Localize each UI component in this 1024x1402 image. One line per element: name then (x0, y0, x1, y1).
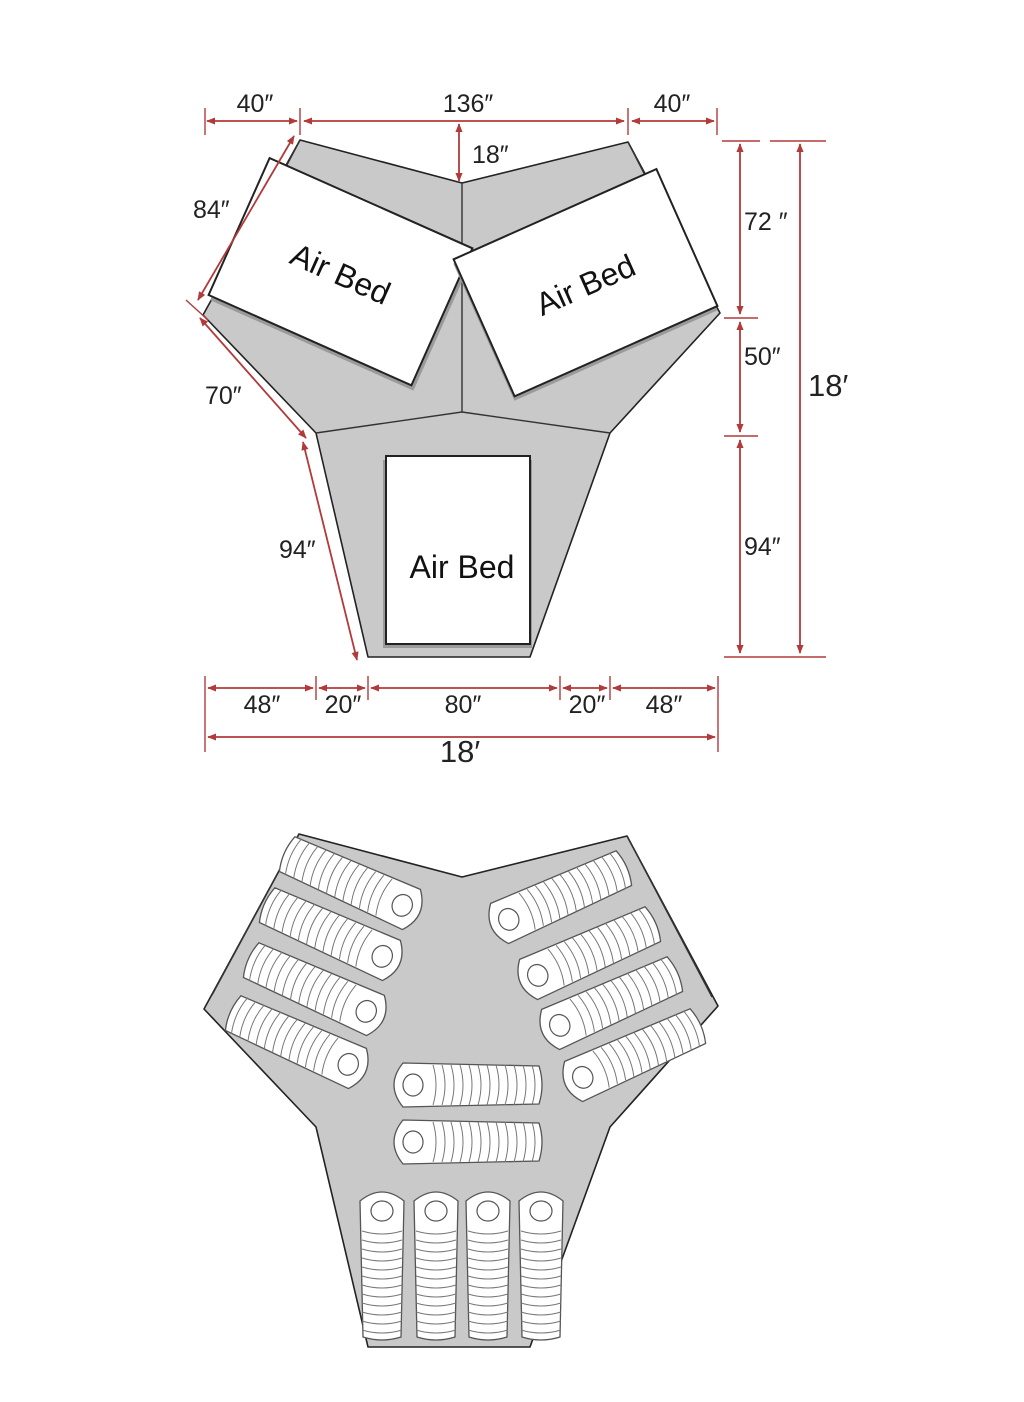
dim-left-wing-edge: 84″ (193, 196, 230, 224)
sleeping-bag-icon (465, 1191, 511, 1341)
sleeping-bag-icon (539, 955, 684, 1051)
sleeping-bag-icon (393, 1062, 543, 1108)
sleeping-bag-icon (359, 1191, 405, 1341)
sleeping-bag-icon (413, 1191, 459, 1341)
dimension-labels: 40″ 136″ 40″ 18″ 84″ 70″ 94″ 72 ″ 50″ 94… (193, 90, 848, 769)
air-bed-bottom: Air Bed (383, 455, 532, 648)
dim-right-upper: 72 ″ (744, 208, 788, 236)
dim-top-left: 40″ (237, 90, 274, 118)
sleeping-bag-icon (517, 905, 662, 1001)
sleeping-wall-right (626, 835, 713, 998)
sleeping-bag-icon (393, 1119, 543, 1165)
dim-right-lower: 94″ (744, 533, 781, 561)
dim-top-right: 40″ (654, 90, 691, 118)
sleeping-bags (224, 835, 707, 1341)
sleeping-layout (203, 833, 719, 1348)
dim-bottom-2: 20″ (325, 691, 362, 719)
floor-plan: Air Bed Air Bed Air Bed (185, 90, 848, 769)
dim-bottom-3: 80″ (445, 691, 482, 719)
air-bed-right: Air Bed (452, 167, 719, 401)
dim-bottom-4: 20″ (569, 691, 606, 719)
dim-right-middle: 50″ (744, 343, 781, 371)
floor-seam-right (461, 411, 611, 434)
sleeping-bag-icon (224, 994, 369, 1090)
dim-left-wing-side: 70″ (205, 382, 242, 410)
sleeping-bag-icon (242, 941, 387, 1037)
dim-top-center: 136″ (443, 90, 494, 118)
sleeping-bag-icon (278, 835, 423, 931)
dim-bottom-1: 48″ (244, 691, 281, 719)
dim-notch-depth: 18″ (472, 141, 509, 169)
dim-right-total: 18′ (808, 368, 848, 403)
sleeping-bag-icon (562, 1007, 707, 1103)
sleeping-bag-icon (258, 886, 403, 982)
dim-bottom-total: 18′ (440, 734, 480, 769)
sleeping-bag-icon (518, 1191, 564, 1341)
dimension-lines (185, 108, 826, 752)
sleeping-bag-icon (488, 849, 633, 945)
bed-label-bottom: Air Bed (410, 549, 515, 585)
dim-left-lower-side: 94″ (279, 536, 316, 564)
dim-bottom-5: 48″ (646, 691, 683, 719)
